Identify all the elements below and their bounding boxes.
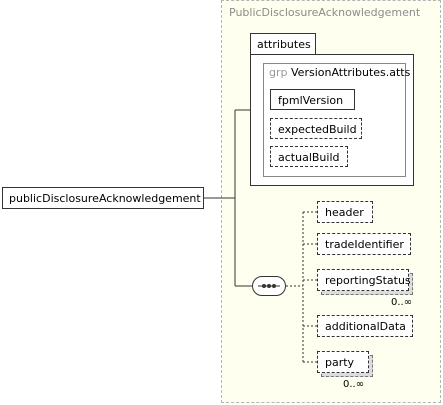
child-trade-identifier[interactable]: tradeIdentifier — [317, 233, 411, 255]
child-reporting-status[interactable]: reportingStatus — [317, 269, 411, 291]
type-label: PublicDisclosureAcknowledgement — [229, 6, 421, 19]
attributes-tab: attributes — [250, 33, 316, 55]
occurrence-reporting-status: 0..∞ — [391, 297, 413, 308]
attribute-group-label: grp VersionAttributes.atts — [269, 66, 410, 79]
attribute-actual-build[interactable]: actualBuild — [270, 146, 348, 167]
child-additional-data[interactable]: additionalData — [317, 315, 413, 337]
occurrence-party: 0..∞ — [343, 379, 365, 390]
root-element[interactable]: publicDisclosureAcknowledgement — [2, 187, 204, 209]
attribute-expected-build[interactable]: expectedBuild — [270, 118, 362, 139]
group-name: VersionAttributes.atts — [291, 66, 411, 79]
child-header[interactable]: header — [317, 201, 373, 223]
sequence-icon — [258, 284, 280, 288]
attribute-fpml-version[interactable]: fpmlVersion — [270, 89, 355, 110]
child-party[interactable]: party — [317, 351, 369, 373]
group-keyword: grp — [269, 66, 288, 79]
sequence-compositor — [252, 276, 286, 296]
